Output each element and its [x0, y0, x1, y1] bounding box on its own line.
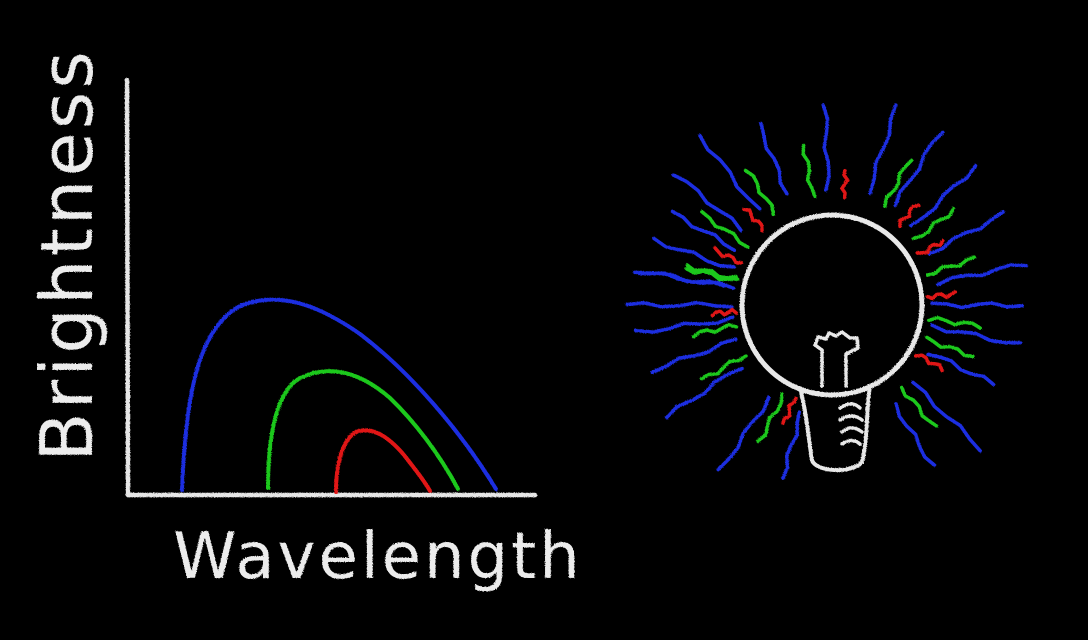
blue-ray: [926, 352, 996, 387]
red-ray: [781, 396, 798, 426]
blue-ray: [633, 315, 735, 334]
green-ray: [743, 168, 775, 217]
x-axis-label: Wavelength: [173, 520, 583, 594]
spectrum-curves: [180, 297, 498, 494]
blue-ray: [930, 323, 1023, 345]
blue-ray: [716, 395, 771, 472]
green-ray: [756, 392, 784, 443]
green-ray: [700, 210, 750, 249]
red-ray: [898, 203, 921, 229]
blue-ray: [893, 130, 945, 208]
blue-ray: [868, 103, 898, 196]
blue-ray: [821, 103, 831, 192]
red-ray: [713, 246, 744, 265]
blue-ray: [781, 410, 802, 480]
blue-ray: [936, 263, 1028, 287]
bulb-glass: [739, 212, 925, 398]
green-ray: [801, 143, 817, 199]
green-ray: [924, 335, 975, 359]
blue-ray: [759, 121, 789, 196]
green-ray: [927, 315, 982, 330]
blue-ray: [650, 337, 738, 375]
y-axis-label: Brightness: [25, 48, 109, 462]
bulb-base-threads: [838, 402, 864, 446]
blue-ray: [927, 209, 1005, 256]
blue-ray: [637, 271, 736, 291]
bulb-base: [798, 384, 872, 473]
green-ray: [911, 206, 956, 241]
graph-axes: [124, 77, 538, 498]
blue-ray: [671, 173, 743, 232]
bulb-rays: [625, 103, 1028, 480]
blue-ray: [894, 402, 937, 467]
red-ray: [839, 168, 850, 200]
blue-ray: [652, 236, 736, 269]
blue-ray: [625, 300, 734, 309]
blue-ray: [698, 133, 762, 211]
bulb-filament: [813, 330, 860, 388]
green-ray: [925, 255, 976, 277]
red-ray: [915, 239, 945, 255]
red-ray: [742, 207, 764, 233]
y-axis: [124, 77, 131, 498]
blue-ray: [909, 163, 978, 228]
blue-ray: [911, 380, 983, 453]
red-curve: [334, 428, 432, 494]
blue-ray: [664, 366, 744, 420]
green-ray: [699, 354, 748, 381]
blue-ray: [930, 301, 1024, 310]
blue-curve: [180, 297, 498, 492]
green-ray: [883, 158, 914, 209]
red-ray: [710, 307, 739, 318]
green-ray: [899, 385, 939, 428]
blue-ray: [670, 209, 737, 253]
red-ray: [913, 353, 944, 373]
light-bulb-icon: [739, 212, 925, 473]
green-ray: [684, 266, 740, 282]
green-ray: [691, 322, 739, 339]
red-ray: [925, 290, 958, 301]
green-curve: [266, 369, 460, 491]
